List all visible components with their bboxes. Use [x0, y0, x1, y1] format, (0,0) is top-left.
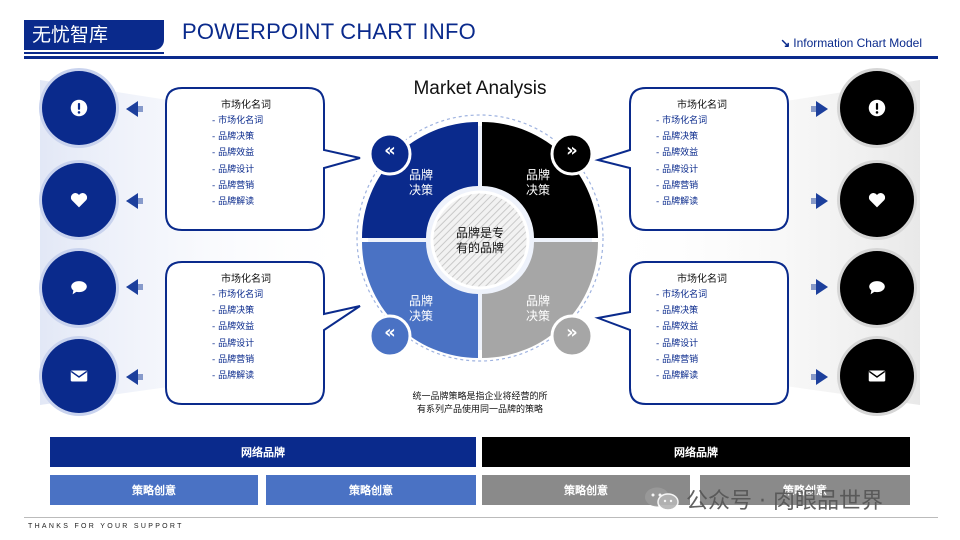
right-arrows — [811, 101, 828, 385]
strategy-button[interactable]: 策略创意 — [266, 475, 476, 505]
chat-icon — [71, 281, 87, 295]
wechat-icon — [645, 487, 679, 511]
quadrant-top-right — [482, 122, 598, 238]
list-item: 市场化名词 — [212, 113, 318, 129]
callout-title: 市场化名词 — [221, 100, 271, 111]
quadrant-label-line: 品牌 — [525, 294, 550, 308]
callout-title: 市场化名词 — [677, 100, 727, 111]
list-item: 市场化名词 — [212, 287, 318, 303]
left-heart-circle — [42, 163, 116, 237]
center-label-line: 有的品牌 — [455, 241, 504, 255]
list-item: 品牌效益 — [656, 319, 782, 335]
page-title: POWERPOINT CHART INFO — [182, 19, 476, 44]
right-heart-circle — [840, 163, 914, 237]
quadrant-top-left — [362, 122, 478, 238]
list-item: 品牌营销 — [212, 178, 318, 194]
list-item: 市场化名词 — [656, 287, 782, 303]
list-item: 品牌设计 — [212, 336, 318, 352]
list-item: 品牌营销 — [656, 352, 782, 368]
quadrant-label-top-left: 品牌 决策 — [396, 168, 446, 198]
chart-model-text: Information Chart Model — [793, 36, 922, 50]
list-item: 品牌决策 — [656, 129, 782, 145]
quadrant-label-line: 品牌 — [525, 168, 550, 182]
list-item: 品牌效益 — [656, 145, 782, 161]
quote-left-icon: « — [384, 140, 396, 161]
left-arrows — [126, 101, 143, 385]
strategy-button[interactable]: 策略创意 — [50, 475, 258, 505]
mail-icon — [70, 370, 88, 382]
list-item: 品牌设计 — [656, 336, 782, 352]
right-chat-circle — [840, 251, 914, 325]
list-item: 品牌解读 — [656, 368, 782, 384]
chat-icon — [869, 281, 885, 295]
quadrant-label-line: 决策 — [525, 309, 550, 323]
alert-icon — [70, 99, 88, 117]
left-alert-circle — [42, 71, 116, 145]
list-item: 品牌决策 — [212, 303, 318, 319]
quadrant-label-line: 决策 — [525, 183, 550, 197]
list-item: 品牌设计 — [212, 162, 318, 178]
callout-title: 市场化名词 — [677, 274, 727, 285]
right-header-bar: 网络品牌 — [482, 437, 910, 467]
quadrant-label-top-right: 品牌 决策 — [513, 168, 563, 198]
heart-icon — [70, 193, 88, 208]
footer-text: THANKS FOR YOUR SUPPORT — [28, 523, 184, 530]
center-hub-label: 品牌是专 有的品牌 — [445, 226, 515, 256]
callout-title: 市场化名词 — [221, 274, 271, 285]
callout-top-right: 市场化名词 市场化名词 品牌决策 品牌效益 品牌设计 品牌营销 品牌解读 — [636, 96, 782, 234]
heart-icon — [868, 193, 886, 208]
list-item: 品牌决策 — [656, 303, 782, 319]
header-divider — [24, 56, 938, 59]
right-alert-circle — [840, 71, 914, 145]
left-header-bar: 网络品牌 — [50, 437, 476, 467]
callout-top-left: 市场化名词 市场化名词 品牌决策 品牌效益 品牌设计 品牌营销 品牌解读 — [172, 96, 318, 234]
alert-icon — [868, 99, 886, 117]
diagram-title: Market Analysis — [413, 78, 547, 99]
quote-right-icon: » — [566, 322, 578, 343]
quadrant-label-bottom-left: 品牌 决策 — [396, 294, 446, 324]
quadrant-diagram — [356, 114, 604, 362]
list-item: 品牌设计 — [656, 162, 782, 178]
quadrant-label-bottom-right: 品牌 决策 — [513, 294, 563, 324]
quote-bubble-bottom-right — [550, 314, 594, 358]
quadrant-bottom-right — [482, 242, 598, 358]
quadrant-label-line: 决策 — [408, 309, 433, 323]
mail-icon — [868, 370, 886, 382]
description-line: 有系列产品使用同一品牌的策略 — [416, 405, 543, 415]
footer-divider — [24, 517, 938, 518]
brand-logo: 无忧智库 — [24, 20, 164, 50]
header-accent-line — [24, 52, 164, 54]
callout-bottom-right: 市场化名词 市场化名词 品牌决策 品牌效益 品牌设计 品牌营销 品牌解读 — [636, 270, 782, 408]
list-item: 品牌解读 — [212, 368, 318, 384]
quadrant-label-line: 决策 — [408, 183, 433, 197]
list-item: 品牌解读 — [656, 194, 782, 210]
arrow-down-right-icon: ↘ — [780, 36, 791, 50]
quote-bubble-bottom-left — [368, 314, 412, 358]
quadrant-label-line: 品牌 — [408, 294, 433, 308]
watermark: 公众号 · 肉眼品世界 — [644, 483, 883, 515]
strategy-button[interactable]: 策略创意 — [700, 475, 910, 505]
list-item: 品牌营销 — [212, 352, 318, 368]
list-item: 品牌解读 — [212, 194, 318, 210]
quadrant-label-line: 品牌 — [408, 168, 433, 182]
callout-bottom-left: 市场化名词 市场化名词 品牌决策 品牌效益 品牌设计 品牌营销 品牌解读 — [172, 270, 318, 408]
diagram-description: 统一品牌策略是指企业将经营的所 有系列产品使用同一品牌的策略 — [380, 391, 580, 417]
left-mail-circle — [42, 339, 116, 413]
description-line: 统一品牌策略是指企业将经营的所 — [412, 392, 548, 402]
quadrant-bottom-left — [362, 242, 478, 358]
quote-bubble-top-right — [550, 132, 594, 176]
chart-model-label: ↘Information Chart Model — [780, 36, 922, 50]
right-mail-circle — [840, 339, 914, 413]
quote-left-icon: « — [384, 322, 396, 343]
list-item: 品牌营销 — [656, 178, 782, 194]
list-item: 品牌效益 — [212, 319, 318, 335]
center-label-line: 品牌是专 — [455, 226, 504, 240]
list-item: 市场化名词 — [656, 113, 782, 129]
quote-bubble-top-left — [368, 132, 412, 176]
quote-right-icon: » — [566, 140, 578, 161]
list-item: 品牌效益 — [212, 145, 318, 161]
watermark-text: 公众号 · 肉眼品世界 — [686, 489, 883, 514]
list-item: 品牌决策 — [212, 129, 318, 145]
left-chat-circle — [42, 251, 116, 325]
